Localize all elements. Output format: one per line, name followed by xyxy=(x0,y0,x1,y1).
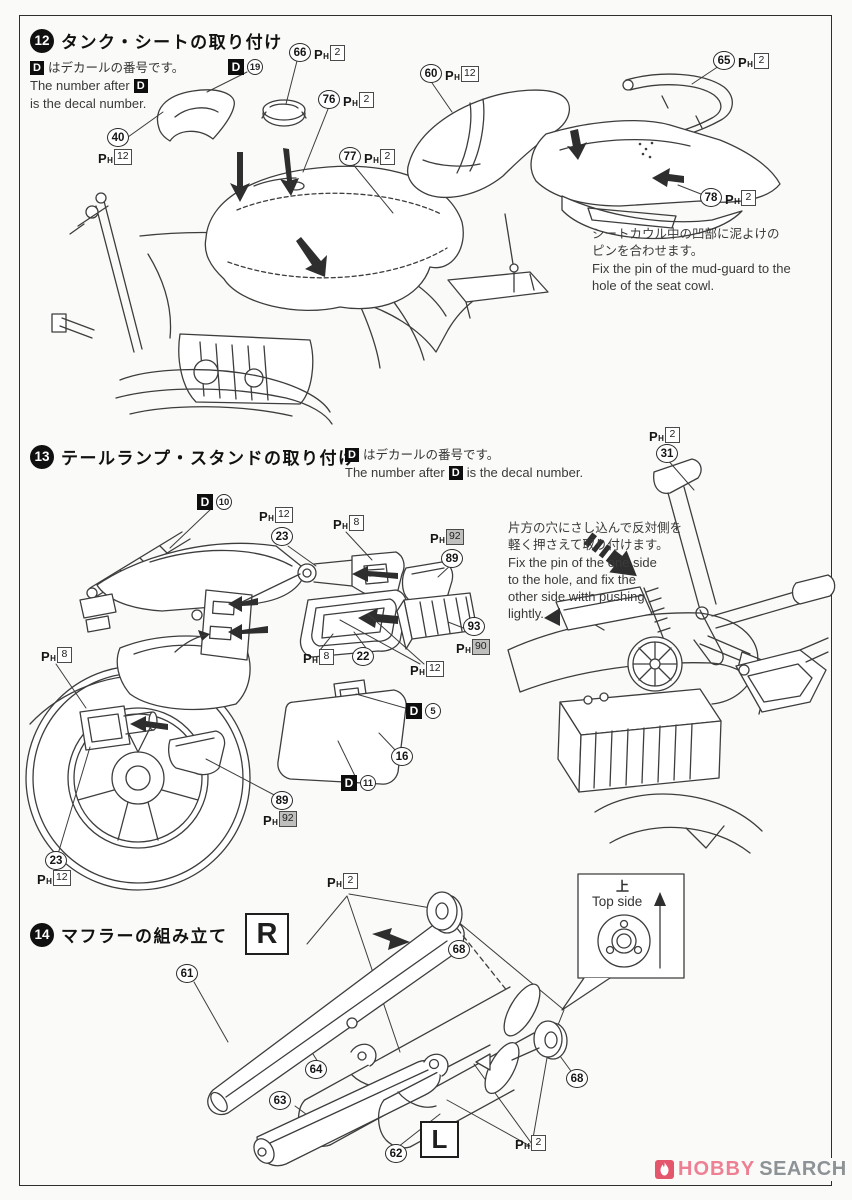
part-number-22: 22 xyxy=(352,647,374,666)
top-side-inset-art xyxy=(561,873,685,1011)
step13-drawing xyxy=(25,457,836,891)
step13-header: 13 テールランプ・スタンドの取り付け xyxy=(30,444,357,469)
insertion-arrows xyxy=(230,129,684,277)
push-arrow-icon xyxy=(583,532,637,577)
decal-d-icon: D xyxy=(133,79,148,93)
seat-cowl-part-art xyxy=(530,120,781,240)
step14-header: 14 マフラーの組み立て xyxy=(30,922,228,947)
center-stand-art xyxy=(643,458,836,680)
washer-l-art xyxy=(511,1020,568,1061)
decal-note-en1: The number after xyxy=(30,78,130,93)
part-number-16: 16 xyxy=(391,747,413,766)
right-side-marker: R xyxy=(245,913,289,955)
leader-lines-12 xyxy=(127,56,723,214)
part-number-89: 89 xyxy=(441,549,463,568)
step13-title: テールランプ・スタンドの取り付け xyxy=(61,449,357,468)
step14-title: マフラーの組み立て xyxy=(61,927,228,946)
decal-d-icon: D xyxy=(345,448,359,462)
part-number-31: 31 xyxy=(656,444,678,463)
part-number-89-left: 89 xyxy=(271,791,293,810)
tail-cowl-art xyxy=(79,531,307,661)
page-border-frame xyxy=(19,15,832,1186)
step12-drawing xyxy=(51,56,781,425)
decal-d-icon: D xyxy=(448,466,463,480)
part-number-61: 61 xyxy=(176,964,198,983)
hobbysearch-watermark: HOBBY SEARCH xyxy=(652,1158,850,1181)
part-number-23: 23 xyxy=(271,527,293,546)
part-number-23-left: 23 xyxy=(45,851,67,870)
decal-d-icon: D xyxy=(30,61,44,75)
decal-note-en2: is the decal number. xyxy=(30,96,147,111)
seat-part-art xyxy=(407,89,570,198)
tail-lamp-art xyxy=(299,589,478,658)
tank-cover-part-art xyxy=(156,89,235,142)
stand-note: 片方の穴にさし込んで反対側を 軽く押さえて取り付けます。 Fix the pin… xyxy=(508,521,683,621)
decal-note-jp: はデカールの番号です。 xyxy=(48,61,185,75)
inset-top-kanji: 上 xyxy=(616,879,630,894)
flame-icon xyxy=(655,1160,674,1179)
license-plate-art xyxy=(277,679,407,785)
step12-header: 12 タンク・シートの取り付け xyxy=(30,28,283,53)
watermark-hobby-text: HOBBY xyxy=(678,1158,756,1180)
part-number-40: 40 xyxy=(107,128,129,147)
part-number-64: 64 xyxy=(305,1060,327,1079)
part-number-68-left: 68 xyxy=(566,1069,588,1088)
part-number-68-right: 68 xyxy=(448,940,470,959)
step14-number-badge: 14 xyxy=(30,922,54,947)
part-number-63: 63 xyxy=(269,1091,291,1110)
part-number-93: 93 xyxy=(463,617,485,636)
mudguard-note: シートカウル中の凹部に泥よけの ピンを合わせます。 Fix the pin of… xyxy=(592,227,791,293)
bike-underside-art xyxy=(507,586,829,854)
right-muffler-art xyxy=(297,921,541,1147)
tank-part-art xyxy=(204,165,464,312)
part-number-62: 62 xyxy=(385,1144,407,1163)
washer-r-art xyxy=(426,891,463,934)
step14-drawing xyxy=(193,873,685,1167)
insertion-arrows-13 xyxy=(130,566,398,732)
step13-number-badge: 13 xyxy=(30,444,54,469)
leader-lines-13 xyxy=(55,457,695,855)
left-side-marker: L xyxy=(420,1121,459,1158)
watermark-search-text: SEARCH xyxy=(759,1158,847,1180)
inset-top-side-label: Top side xyxy=(592,894,643,909)
step12-number-badge: 12 xyxy=(30,28,54,53)
fuel-cap-part-art xyxy=(261,99,307,127)
step12-title: タンク・シートの取り付け xyxy=(61,33,283,52)
